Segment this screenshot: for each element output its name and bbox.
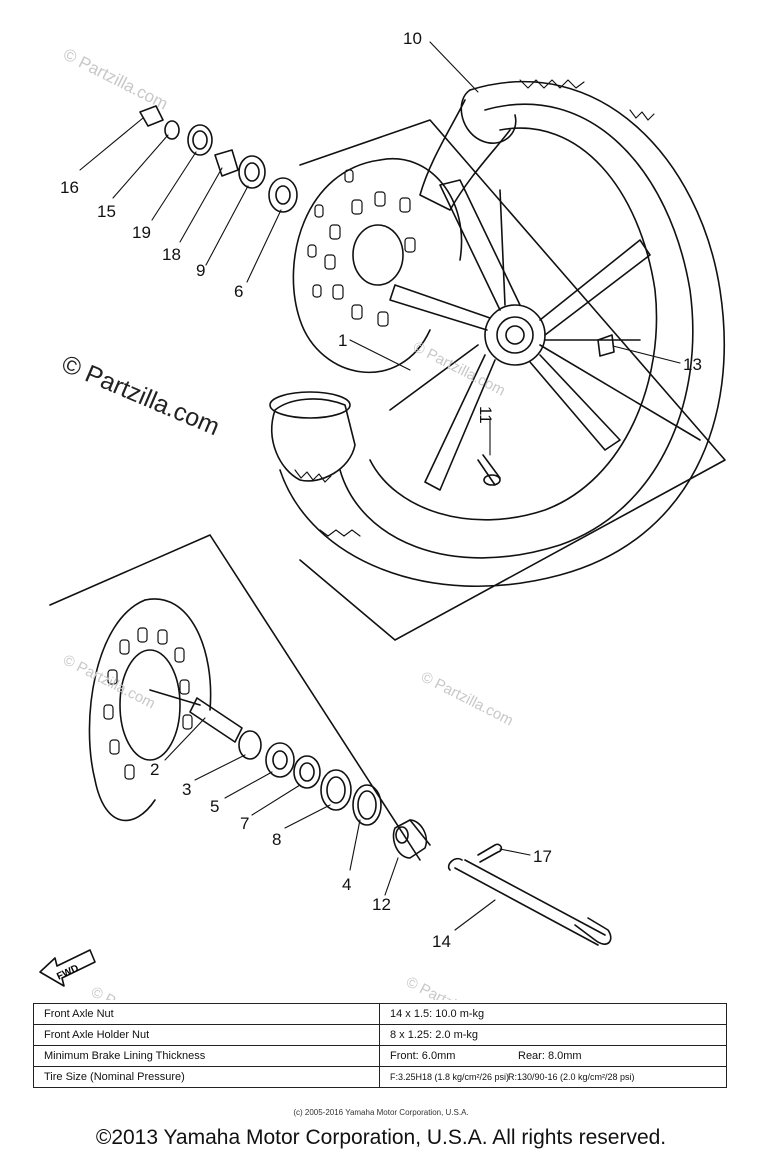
table-row: Tire Size (Nominal Pressure) F:3.25H18 (…	[33, 1066, 727, 1088]
table-row: Minimum Brake Lining Thickness Front: 6.…	[33, 1045, 727, 1067]
callout-5: 5	[210, 797, 219, 816]
callout-labels: 10 16 15 19 18 9 6 1 13 11 2 3 5 7 8 4 1…	[60, 29, 702, 951]
axle-centerline	[539, 344, 701, 441]
callout-13: 13	[683, 355, 702, 374]
exploded-wheel-diagram: FWD © Partzilla.com © Partzilla.com © Pa…	[39, 29, 726, 1000]
balance-weight	[597, 334, 615, 357]
callout-1: 1	[338, 331, 347, 350]
callout-3: 3	[182, 780, 191, 799]
spec-front-value: Front: 6.0mm	[390, 1050, 456, 1062]
table-row: Front Axle Nut 14 x 1.5: 10.0 m-kg	[33, 1003, 727, 1025]
spec-rear-value: R:130/90-16 (2.0 kg/cm²/28 psi)	[508, 1072, 635, 1082]
watermark-main: © Partzilla.com	[58, 350, 224, 442]
callout-4: 4	[342, 875, 351, 894]
spec-label: Front Axle Nut	[33, 1003, 380, 1025]
tire	[269, 79, 726, 588]
watermark-faint-2: © Partzilla.com	[410, 338, 508, 399]
spec-label: Front Axle Holder Nut	[33, 1024, 380, 1046]
callout-14: 14	[432, 932, 451, 951]
table-row: Front Axle Holder Nut 8 x 1.25: 2.0 m-kg	[33, 1024, 727, 1046]
spec-value: Front: 6.0mm Rear: 8.0mm	[379, 1045, 727, 1067]
callout-2: 2	[150, 760, 159, 779]
watermark-faint-1: © Partzilla.com	[60, 45, 171, 114]
callout-7: 7	[240, 814, 249, 833]
callout-8: 8	[272, 830, 281, 849]
callout-12: 12	[372, 895, 391, 914]
brake-disc-lower	[88, 598, 212, 822]
spec-label: Tire Size (Nominal Pressure)	[33, 1066, 380, 1088]
callout-15: 15	[97, 202, 116, 221]
fwd-label: FWD	[55, 963, 80, 983]
wheel-spokes	[389, 179, 651, 491]
upper-plane-outline	[299, 119, 726, 641]
spec-rear-value: Rear: 8.0mm	[518, 1050, 582, 1062]
torque-spec-table: Front Axle Nut 14 x 1.5: 10.0 m-kg Front…	[33, 1003, 727, 1088]
callout-9: 9	[196, 261, 205, 280]
leader-lines-lower	[164, 717, 531, 931]
hub-parts-lower	[149, 689, 431, 859]
callout-19: 19	[132, 223, 151, 242]
watermark-faint-6: © Partzilla.com	[88, 983, 186, 1000]
callout-11: 11	[476, 406, 495, 424]
spec-front-value: F:3.25H18 (1.8 kg/cm²/26 psi)	[390, 1072, 510, 1082]
callout-6: 6	[234, 282, 243, 301]
lower-plane-outline	[49, 534, 421, 861]
spec-value: 8 x 1.25: 2.0 m-kg	[379, 1024, 727, 1046]
spec-value: F:3.25H18 (1.8 kg/cm²/26 psi)R:130/90-16…	[379, 1066, 727, 1088]
footer-small-copyright: (c) 2005-2016 Yamaha Motor Corporation, …	[293, 1108, 469, 1117]
valve	[477, 454, 501, 486]
leader-lines-upper	[79, 41, 681, 456]
watermark-faint-4: © Partzilla.com	[60, 651, 158, 712]
callout-16: 16	[60, 178, 79, 197]
callout-18: 18	[162, 245, 181, 264]
callout-10: 10	[403, 29, 422, 48]
watermark-faint-3: © Partzilla.com	[418, 668, 516, 729]
footer-rights: ©2013 Yamaha Motor Corporation, U.S.A. A…	[95, 1126, 667, 1149]
brake-disc-upper	[292, 157, 463, 374]
cotter-pin	[477, 843, 503, 863]
callout-17: 17	[533, 847, 552, 866]
hub-parts-upper	[139, 105, 298, 213]
watermark-faint-5: © Partzilla.com	[403, 973, 501, 1000]
spec-label: Minimum Brake Lining Thickness	[33, 1045, 380, 1067]
front-axle	[447, 857, 612, 946]
spec-value: 14 x 1.5: 10.0 m-kg	[379, 1003, 727, 1025]
fwd-arrow-icon	[39, 949, 96, 987]
